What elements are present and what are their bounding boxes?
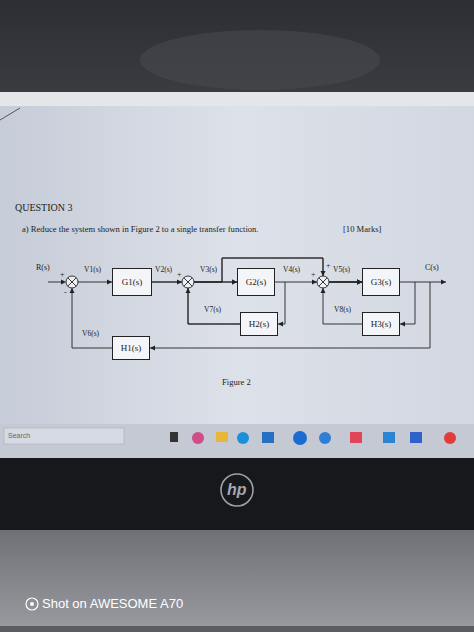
text-label: R(s) (36, 264, 50, 272)
block-box: H3(s) (362, 312, 400, 336)
block-label: G1(s) (122, 277, 143, 287)
text-label: QUESTION 3 (15, 203, 73, 213)
block-label: H3(s) (371, 319, 392, 329)
block-box: G3(s) (362, 268, 400, 296)
signal-line (278, 282, 285, 324)
brand-logo: hp (227, 482, 247, 498)
text-label: Figure 2 (222, 378, 251, 387)
text-label: V2(s) (155, 266, 172, 274)
watermark: Shot on AWESOME A70 (42, 597, 183, 610)
block-box: G2(s) (237, 268, 275, 296)
signal-line (275, 282, 362, 283)
text-label: V7(s) (204, 306, 221, 314)
block-label: H1(s) (121, 343, 142, 353)
text-label: C(s) (425, 264, 439, 272)
text-label: + (177, 271, 182, 279)
text-label: V3(s) (200, 266, 217, 274)
block-label: G2(s) (246, 277, 267, 287)
signal-line (400, 282, 415, 324)
text-label: - (64, 289, 67, 297)
text-label: V5(s) (333, 266, 350, 274)
text-label: Search (8, 432, 30, 439)
text-label: V4(s) (283, 266, 300, 274)
text-label: a) Reduce the system shown in Figure 2 t… (22, 225, 259, 234)
text-label: V6(s) (82, 330, 99, 338)
text-label: V1(s) (84, 266, 101, 274)
text-label: + (311, 271, 316, 279)
text-label: [10 Marks] (343, 225, 381, 234)
block-label: G3(s) (371, 277, 392, 287)
text-label: + (326, 262, 331, 270)
text-label: + (60, 271, 65, 279)
block-box: G1(s) (112, 268, 152, 296)
text-label: V8(s) (334, 306, 351, 314)
signal-line (152, 282, 237, 283)
signal-line (323, 282, 362, 324)
block-box: H2(s) (240, 312, 278, 336)
block-label: H2(s) (249, 319, 270, 329)
signal-line (188, 282, 240, 324)
block-box: H1(s) (112, 336, 150, 360)
signal-line (72, 282, 112, 348)
